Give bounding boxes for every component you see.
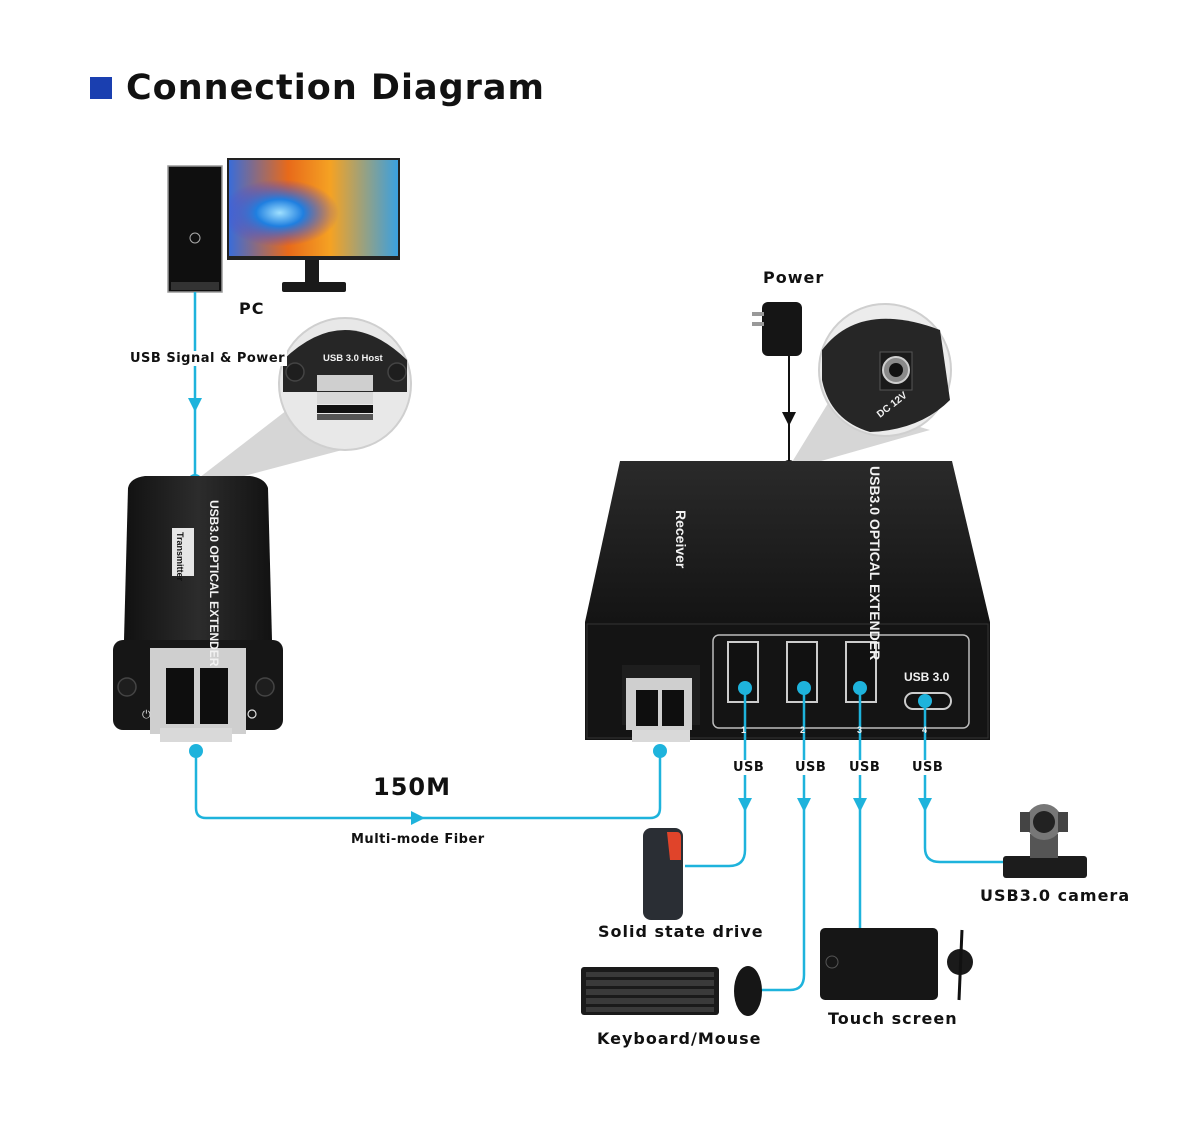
port-number: 4	[922, 725, 927, 735]
usb-camera-label: USB3.0 camera	[980, 886, 1131, 905]
fiber-type-label: Multi-mode Fiber	[351, 832, 485, 847]
usb-panel-label: USB 3.0	[904, 670, 950, 684]
page-title: Connection Diagram	[90, 68, 545, 108]
title-square-icon	[90, 77, 112, 99]
usb-host-label: USB 3.0 Host	[323, 353, 383, 364]
port-number: 2	[800, 725, 805, 735]
transmitter-device: ⏻	[113, 476, 283, 742]
power-led-icon: ⏻	[142, 708, 151, 721]
monitor-icon	[227, 158, 400, 292]
power-adapter-icon	[752, 302, 802, 474]
dc-jack-callout	[789, 303, 952, 467]
receiver-body-label: USB3.0 OPTICAL EXTENDER	[867, 466, 883, 660]
usb-link-label: USB	[912, 760, 944, 775]
pc-label: PC	[239, 299, 265, 318]
pc-device	[167, 158, 400, 293]
usb-link-label: USB	[849, 760, 881, 775]
receiver-device	[585, 461, 990, 742]
usb-link-label: USB	[733, 760, 765, 775]
title-text: Connection Diagram	[126, 68, 545, 108]
link-led-icon	[247, 709, 257, 719]
usb-link-label: USB	[795, 760, 827, 775]
usb-link-line	[188, 292, 202, 488]
ptz-camera-icon	[1003, 804, 1087, 878]
keyboard-mouse-icon	[581, 966, 762, 1016]
ssd-icon	[643, 828, 683, 920]
transmitter-badge-label: Transmitter	[175, 532, 185, 582]
port-number: 3	[857, 725, 862, 735]
drawing-tablet-icon	[820, 928, 973, 1001]
touch-screen-label: Touch screen	[828, 1009, 958, 1028]
usb-host-callout	[195, 317, 412, 485]
pc-tower-icon	[167, 165, 223, 293]
power-label: Power	[763, 268, 825, 287]
fiber-distance-label: 150M	[373, 773, 451, 801]
ssd-label: Solid state drive	[598, 922, 764, 941]
usb-signal-power-label: USB Signal & Power	[128, 351, 288, 366]
fiber-link-line	[189, 744, 667, 825]
transmitter-body-label: USB3.0 OPTICAL EXTENDER	[207, 500, 221, 667]
receiver-side-label: Receiver	[673, 510, 689, 569]
keyboard-mouse-label: Keyboard/Mouse	[597, 1029, 762, 1048]
port-number: 1	[741, 725, 746, 735]
usb-output-lines	[685, 681, 1005, 992]
